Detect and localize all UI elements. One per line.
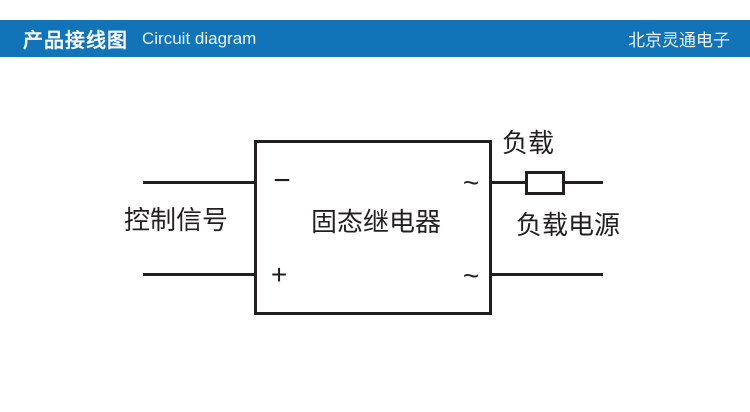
plus-terminal-symbol: +: [270, 259, 288, 290]
load-wire-top-left-segment: [489, 181, 527, 184]
page-header: 产品接线图 Circuit diagram 北京灵通电子: [0, 20, 750, 57]
page-title-zh: 产品接线图: [23, 30, 128, 52]
load-power-label: 负载电源: [515, 210, 621, 240]
company-name: 北京灵通电子: [628, 31, 730, 50]
page-title-en: Circuit diagram: [142, 28, 257, 48]
solid-state-relay-box: [254, 140, 492, 315]
load-wire-top-right-segment: [563, 181, 603, 184]
load-wire-bottom: [489, 273, 603, 276]
load-resistor-symbol: [525, 171, 565, 195]
control-signal-label: 控制信号: [123, 205, 229, 235]
ac-terminal-bottom-symbol: ~: [462, 260, 480, 291]
control-wire-positive: [143, 273, 255, 276]
load-label: 负载: [501, 128, 555, 158]
relay-label: 固态继电器: [310, 207, 442, 237]
minus-terminal-symbol: −: [273, 164, 291, 197]
ac-terminal-top-symbol: ~: [462, 167, 480, 198]
circuit-diagram: 控制信号 固态继电器 负载 负载电源 − + ~ ~: [0, 57, 750, 412]
control-wire-negative: [143, 181, 255, 184]
